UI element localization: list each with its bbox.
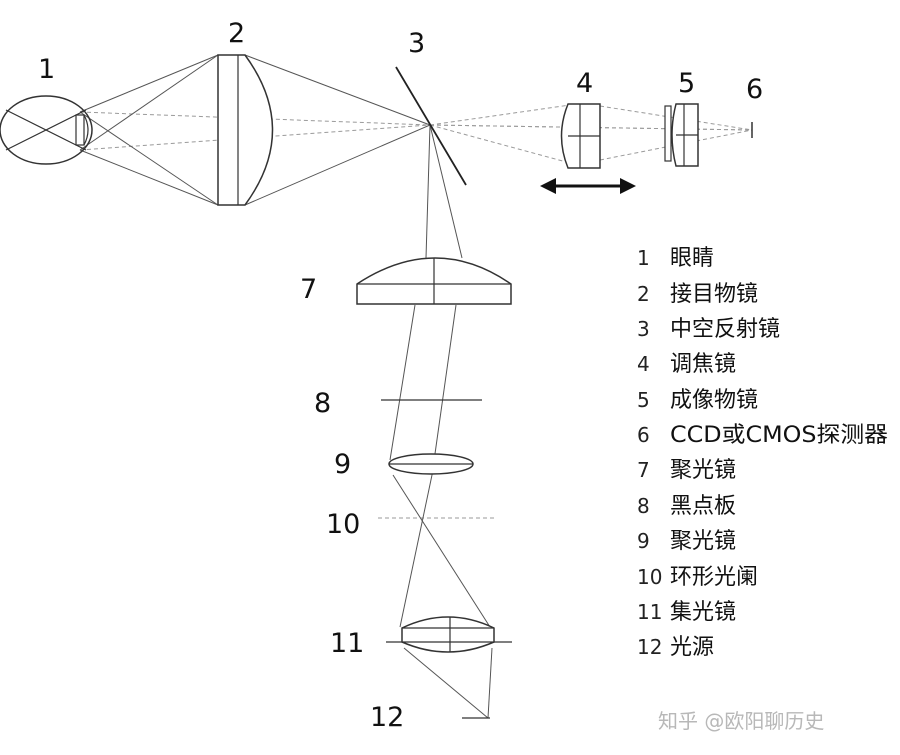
legend-text: 环形光阑 xyxy=(670,565,758,590)
label-7: 7 xyxy=(300,274,317,305)
legend: 1 眼睛 2 接目物镜 3 中空反射镜 4 调焦镜 5 成像物镜 6 CCD或C… xyxy=(637,246,888,660)
hollow-mirror xyxy=(395,66,467,186)
legend-text: 聚光镜 xyxy=(670,458,736,483)
legend-num: 10 xyxy=(637,565,662,589)
condenser-lens-7 xyxy=(356,257,512,305)
legend-text: 成像物镜 xyxy=(670,388,758,413)
label-9: 9 xyxy=(334,449,351,480)
label-11: 11 xyxy=(330,628,364,659)
legend-num: 9 xyxy=(637,529,650,553)
label-6: 6 xyxy=(746,74,763,105)
legend-num: 3 xyxy=(637,317,650,341)
legend-text: 中空反射镜 xyxy=(670,317,780,342)
light-rays xyxy=(79,54,493,719)
legend-text: 黑点板 xyxy=(670,494,736,519)
label-12: 12 xyxy=(370,702,404,733)
legend-text: 聚光镜 xyxy=(670,529,736,554)
imaging-objective xyxy=(664,103,699,167)
number-labels: 1 2 3 4 5 6 7 8 9 10 11 12 xyxy=(38,18,763,733)
focusing-lens xyxy=(560,103,601,169)
legend-num: 1 xyxy=(637,246,650,270)
label-1: 1 xyxy=(38,54,55,85)
condenser-lens-9 xyxy=(388,453,474,475)
legend-text: 光源 xyxy=(670,635,714,660)
legend-num: 5 xyxy=(637,388,650,412)
watermark: 知乎 @欧阳聊历史 xyxy=(658,709,824,733)
label-10: 10 xyxy=(326,509,360,540)
label-3: 3 xyxy=(408,28,425,59)
legend-num: 11 xyxy=(637,600,662,624)
eyepiece-objective xyxy=(217,54,274,206)
legend-num: 2 xyxy=(637,282,650,306)
legend-text: 调焦镜 xyxy=(670,352,736,377)
label-5: 5 xyxy=(678,68,695,99)
legend-num: 4 xyxy=(637,352,650,376)
legend-text: 集光镜 xyxy=(670,600,736,625)
legend-text: 接目物镜 xyxy=(670,282,758,307)
legend-num: 8 xyxy=(637,494,650,518)
legend-num: 12 xyxy=(637,635,662,659)
focus-adjust-arrow xyxy=(540,178,636,194)
label-4: 4 xyxy=(576,68,593,99)
collector-lens xyxy=(386,616,512,653)
label-8: 8 xyxy=(314,388,331,419)
legend-text: CCD或CMOS探测器 xyxy=(670,423,888,448)
legend-num: 7 xyxy=(637,458,650,482)
legend-num: 6 xyxy=(637,423,650,447)
label-2: 2 xyxy=(228,18,245,49)
eye xyxy=(0,95,93,165)
legend-text: 眼睛 xyxy=(670,246,714,271)
